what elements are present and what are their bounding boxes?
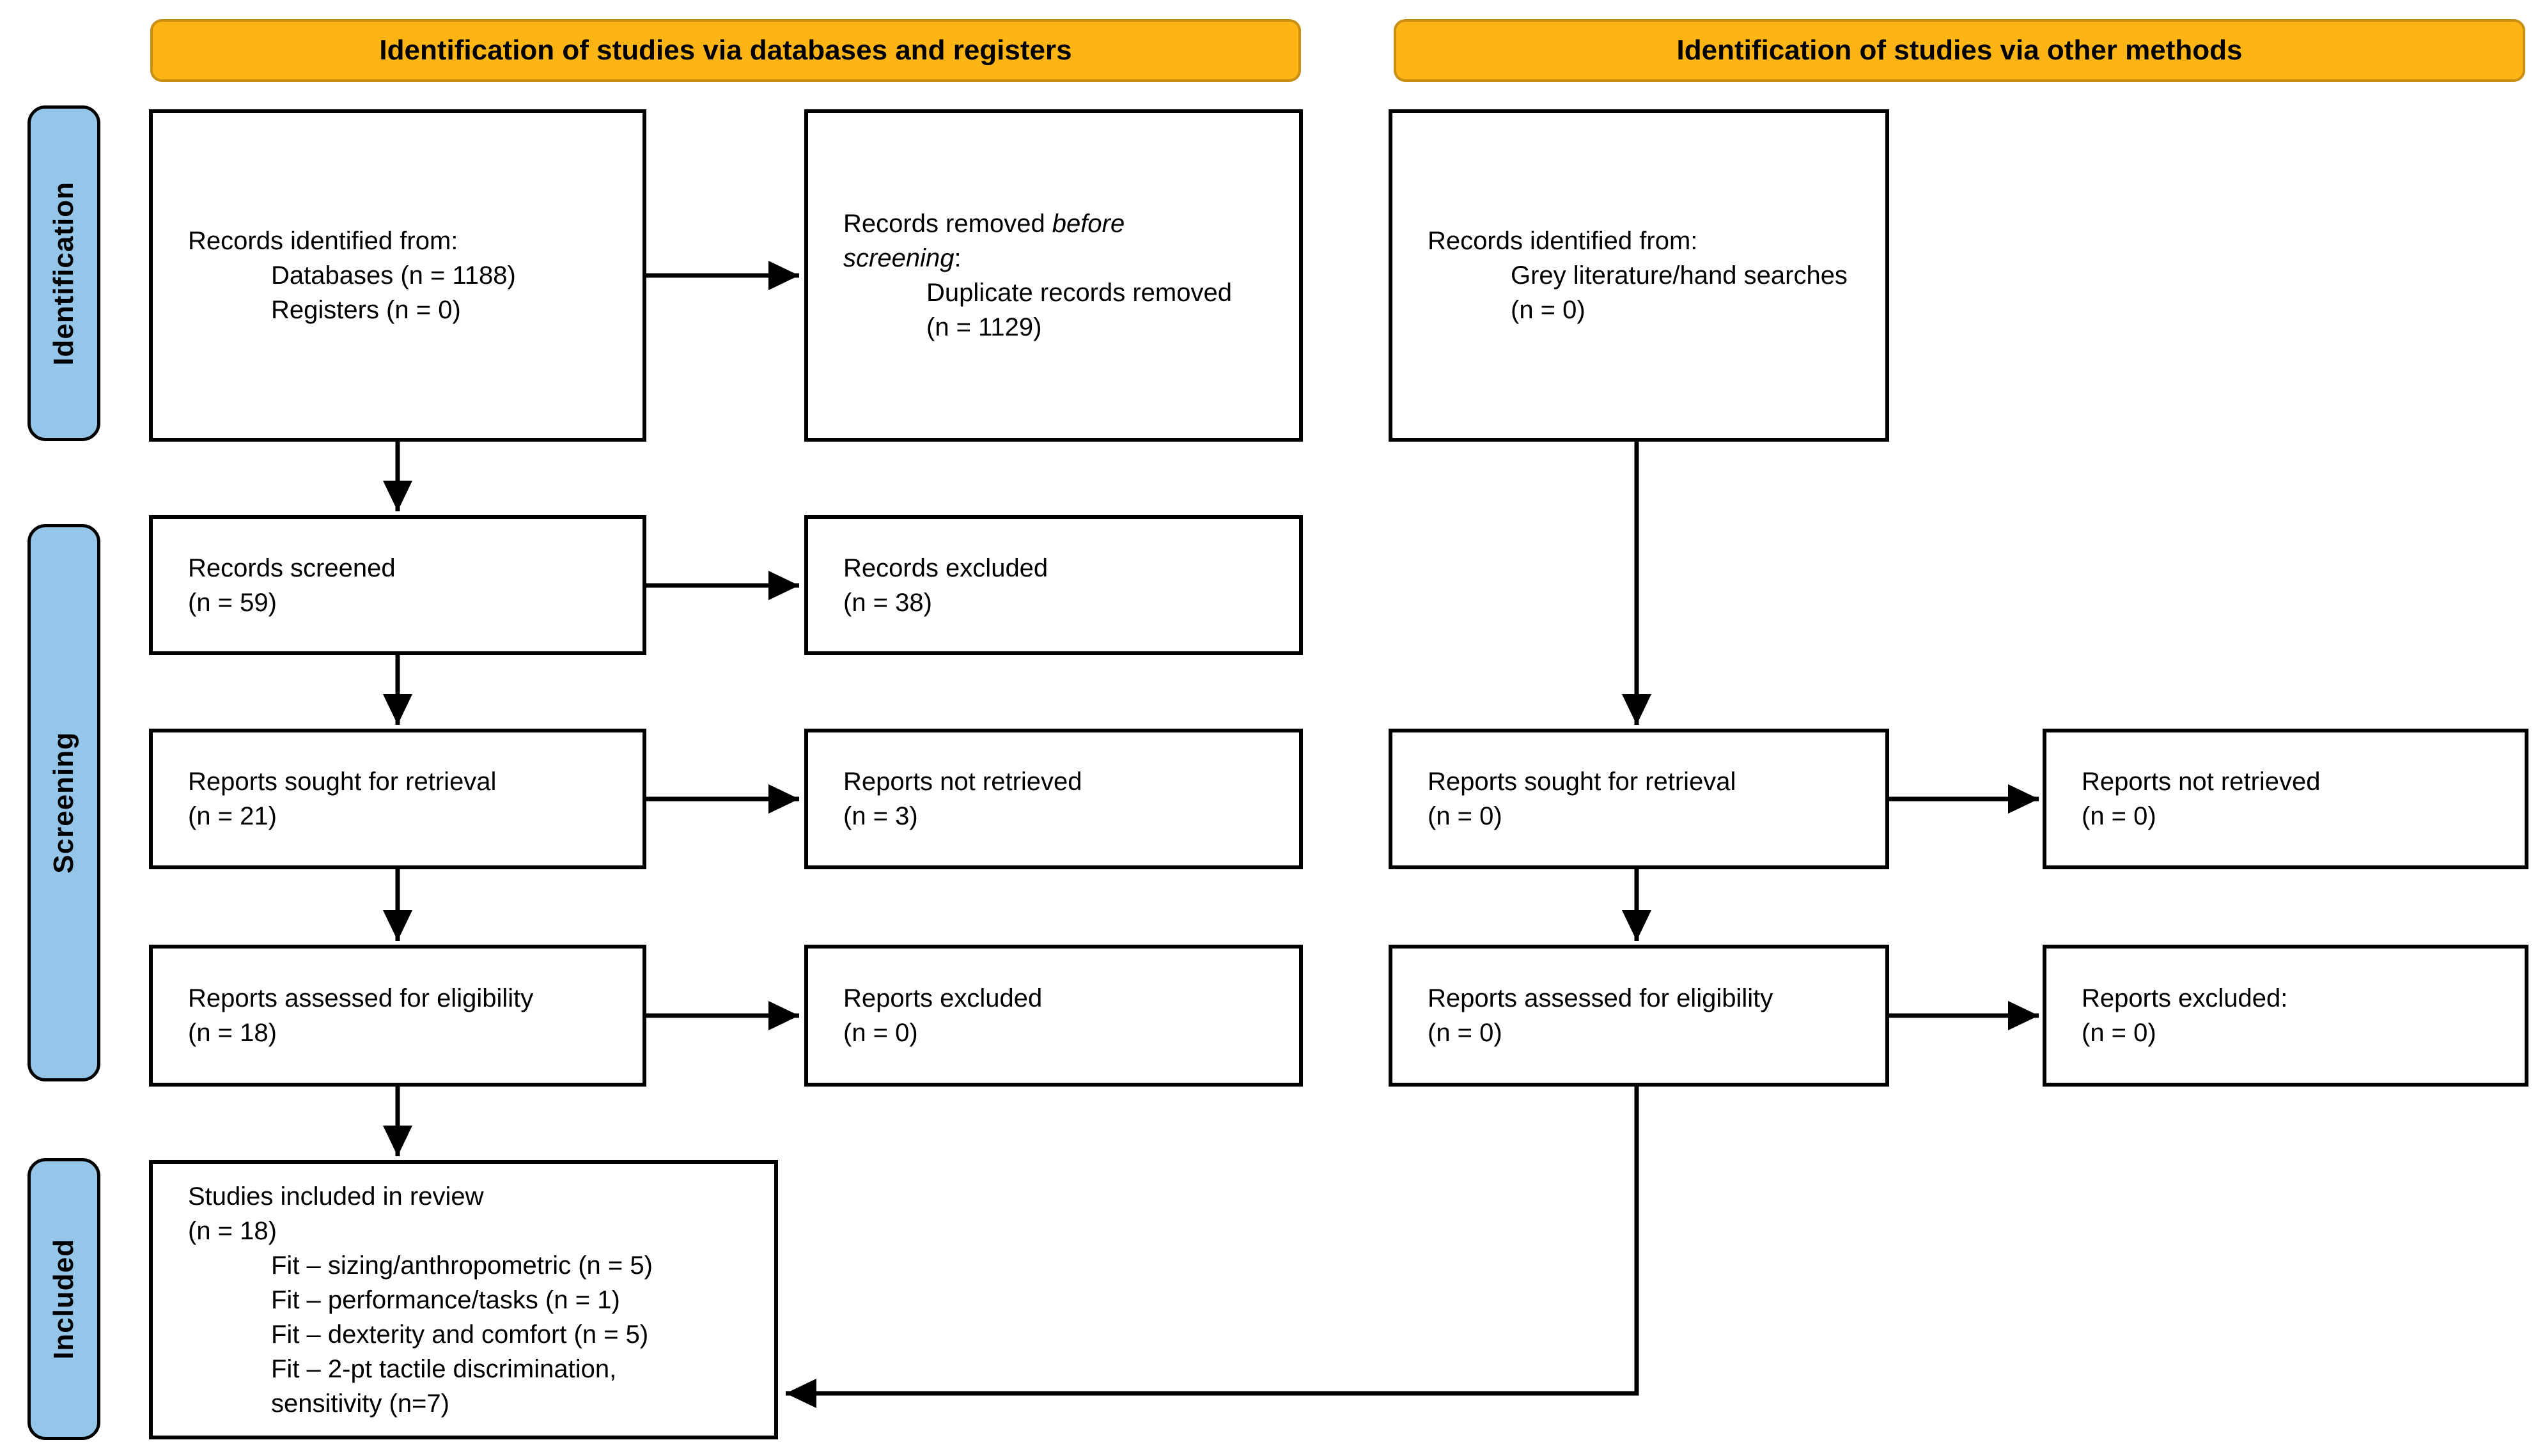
box-text-line: sensitivity (n=7) (271, 1389, 449, 1418)
box-text-line: (n = 18) (188, 1019, 277, 1047)
box-text-line: (n = 0) (2082, 802, 2156, 830)
box-text-line: (n = 59) (188, 588, 277, 617)
box-text-line: Reports excluded (843, 984, 1043, 1012)
box-text-line: Fit – 2-pt tactile discrimination, (271, 1354, 617, 1383)
box-text-line: Records identified from: (1428, 227, 1698, 255)
box-records-removed-before-screening: Records removed before screening: Duplic… (804, 109, 1303, 442)
box-text-line: Studies included in review (188, 1182, 484, 1211)
box-text-line: Records identified from: (188, 227, 458, 255)
box-text-segment: : (954, 244, 962, 272)
box-text-line: Fit – dexterity and comfort (n = 5) (271, 1320, 649, 1349)
box-text-line: Reports not retrieved (843, 768, 1082, 796)
box-text-line: Fit – sizing/anthropometric (n = 5) (271, 1251, 653, 1280)
box-text-line: Grey literature/hand searches (1511, 261, 1848, 290)
box-text-line: Reports sought for retrieval (1428, 768, 1736, 796)
stage-included-label: Included (48, 1239, 79, 1359)
banner-right-label: Identification of studies via other meth… (1676, 35, 2243, 66)
box-text-line: Reports assessed for eligibility (188, 984, 534, 1012)
stage-screening: Screening (27, 524, 100, 1081)
banner-databases-registers: Identification of studies via databases … (150, 19, 1301, 82)
box-text-line: Fit – performance/tasks (n = 1) (271, 1285, 620, 1314)
box-text-line: Records removed before (843, 206, 1284, 241)
box-reports-sought-other: Reports sought for retrieval (n = 0) (1389, 729, 1889, 869)
box-text-segment: Records removed (843, 210, 1052, 238)
box-reports-excluded-databases: Reports excluded (n = 0) (804, 945, 1303, 1087)
box-text-line: Reports excluded: (2082, 984, 2288, 1012)
box-text-line: (n = 18) (188, 1216, 277, 1245)
stage-identification: Identification (27, 105, 100, 441)
box-records-screened: Records screened (n = 59) (149, 515, 646, 655)
box-text-line: Reports sought for retrieval (188, 768, 497, 796)
box-reports-not-retrieved-databases: Reports not retrieved (n = 3) (804, 729, 1303, 869)
stage-included: Included (27, 1158, 100, 1440)
box-text-line: Records excluded (843, 554, 1048, 582)
box-records-identified-databases: Records identified from: Databases (n = … (149, 109, 646, 442)
banner-other-methods: Identification of studies via other meth… (1394, 19, 2525, 82)
box-records-identified-other: Records identified from: Grey literature… (1389, 109, 1889, 442)
box-text-line: (n = 0) (1511, 296, 1585, 324)
box-reports-sought-databases: Reports sought for retrieval (n = 21) (149, 729, 646, 869)
box-text-line: (n = 0) (2082, 1019, 2156, 1047)
box-text-line: screening: (843, 241, 1284, 275)
box-reports-not-retrieved-other: Reports not retrieved (n = 0) (2043, 729, 2528, 869)
box-reports-excluded-other: Reports excluded: (n = 0) (2043, 945, 2528, 1087)
box-studies-included: Studies included in review (n = 18) Fit … (149, 1160, 778, 1439)
box-text-line: (n = 0) (1428, 1019, 1502, 1047)
box-text-line: Duplicate records removed (926, 279, 1232, 307)
box-text-line: Databases (n = 1188) (271, 261, 516, 290)
box-text-line: Records screened (188, 554, 396, 582)
box-text-line: (n = 0) (843, 1019, 918, 1047)
box-text-segment-italic: before (1052, 210, 1125, 238)
box-text-segment-italic: screening (843, 244, 954, 272)
stage-screening-label: Screening (48, 732, 79, 874)
box-text-line: Registers (n = 0) (271, 296, 461, 324)
stage-identification-label: Identification (48, 181, 79, 366)
box-text-line: Reports not retrieved (2082, 768, 2321, 796)
box-text-line: Reports assessed for eligibility (1428, 984, 1773, 1012)
box-reports-assessed-other: Reports assessed for eligibility (n = 0) (1389, 945, 1889, 1087)
box-text-line: (n = 3) (843, 802, 918, 830)
box-records-excluded: Records excluded (n = 38) (804, 515, 1303, 655)
banner-left-label: Identification of studies via databases … (379, 35, 1072, 66)
arrow-other-assessed-to-included (786, 1087, 1639, 1408)
box-text-line: (n = 0) (1428, 802, 1502, 830)
box-text-line: (n = 1129) (926, 313, 1042, 341)
box-text-line: (n = 21) (188, 802, 277, 830)
box-reports-assessed-databases: Reports assessed for eligibility (n = 18… (149, 945, 646, 1087)
box-text-line: (n = 38) (843, 588, 932, 617)
